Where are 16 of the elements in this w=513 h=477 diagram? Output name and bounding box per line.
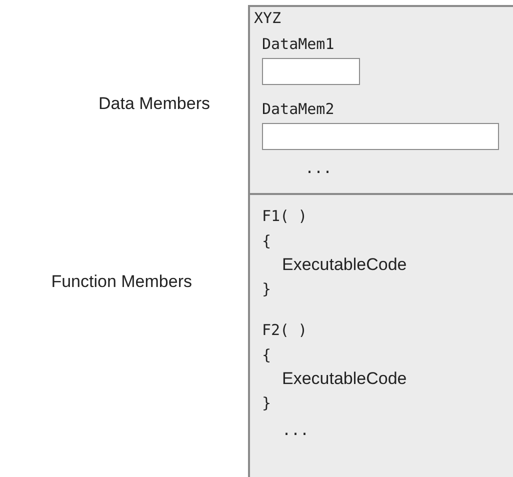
code-line: ExecutableCode: [282, 255, 407, 275]
class-name: XYZ: [254, 9, 282, 27]
section-label: Data Members: [98, 94, 210, 114]
field-label: DataMem1: [262, 35, 334, 53]
code-line: ExecutableCode: [282, 369, 407, 389]
class-box: [248, 5, 513, 477]
code-line: F2( ): [262, 321, 308, 339]
code-line: {: [262, 232, 272, 250]
code-line: F1( ): [262, 207, 308, 225]
ellipsis: ...: [282, 421, 310, 439]
code-line: }: [262, 280, 272, 298]
code-line: {: [262, 346, 272, 364]
ellipsis: ...: [305, 159, 332, 177]
code-line: }: [262, 394, 272, 412]
section-label: Function Members: [50, 272, 192, 292]
field-label: DataMem2: [262, 100, 334, 118]
